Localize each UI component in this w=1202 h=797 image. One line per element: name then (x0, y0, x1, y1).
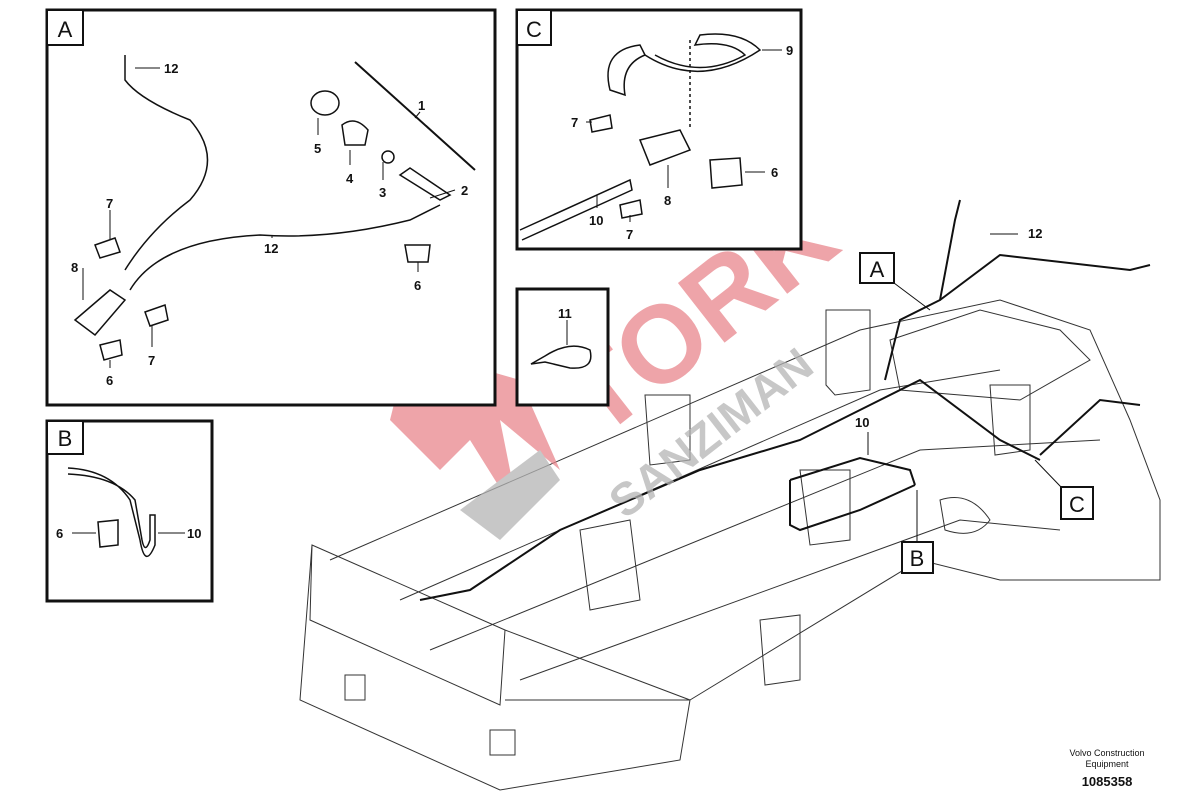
callout-5: 5 (314, 141, 321, 156)
callout-7: 7 (626, 227, 633, 242)
callout-6: 6 (56, 526, 63, 541)
callout-10: 10 (855, 415, 869, 430)
main-tag-b-box (901, 541, 934, 574)
document-number: 1085358 (1081, 774, 1133, 789)
manufacturer-label: Volvo Construction Equipment (1069, 748, 1145, 769)
main-tag-b: B (910, 546, 925, 571)
callout-8: 8 (664, 193, 671, 208)
callout-8: 8 (71, 260, 78, 275)
callout-6: 6 (106, 373, 113, 388)
panel-cable-tie: 11 (515, 287, 610, 407)
callout-10: 10 (187, 526, 201, 541)
main-tag-c-box (1060, 486, 1094, 520)
callout-2: 2 (461, 183, 468, 198)
main-tag-c: C (1069, 492, 1085, 517)
panel-c: C 9 7 6 8 10 7 (515, 8, 803, 251)
callout-3: 3 (379, 185, 386, 200)
callout-7: 7 (571, 115, 578, 130)
callout-6: 6 (414, 278, 421, 293)
callout-9: 9 (786, 43, 793, 58)
callout-12: 12 (264, 241, 278, 256)
panel-c-tag: C (526, 17, 542, 42)
harness-main (419, 199, 1151, 601)
callout-12: 12 (164, 61, 178, 76)
callout-7: 7 (106, 196, 113, 211)
callout-12: 12 (1028, 226, 1042, 241)
callout-1: 1 (418, 98, 425, 113)
main-tag-a: A (870, 257, 885, 282)
callout-4: 4 (346, 171, 354, 186)
callout-10: 10 (589, 213, 603, 228)
panel-b-tag: B (58, 426, 73, 451)
main-tag-a-box (859, 252, 895, 284)
callout-7: 7 (148, 353, 155, 368)
callout-11: 11 (558, 306, 572, 321)
callout-6: 6 (771, 165, 778, 180)
main-callouts: A B C 12 10 (855, 226, 1094, 574)
panel-a: A 12 (45, 8, 497, 407)
panel-b: B 6 10 (45, 419, 214, 603)
panel-a-tag: A (58, 17, 73, 42)
